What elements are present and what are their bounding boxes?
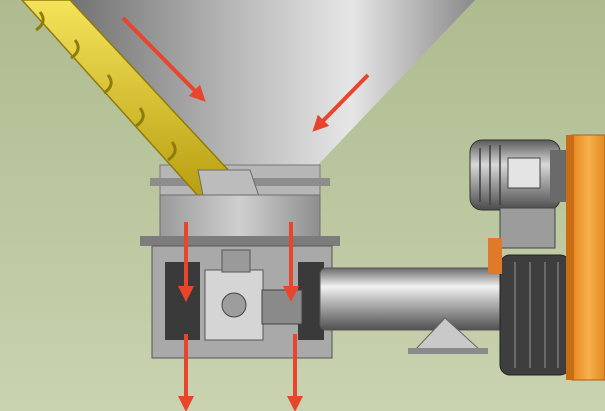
- horizontal-discharge-tube: [319, 267, 516, 354]
- inclined-screw-conveyor: [20, 0, 263, 223]
- inflow-right-arrow: [312, 73, 370, 132]
- motor-cover: [571, 134, 605, 381]
- lower-housing: [151, 245, 333, 359]
- gearbox: [488, 238, 571, 376]
- drive-motor: [469, 139, 570, 249]
- inflow-left-arrow: [121, 16, 206, 102]
